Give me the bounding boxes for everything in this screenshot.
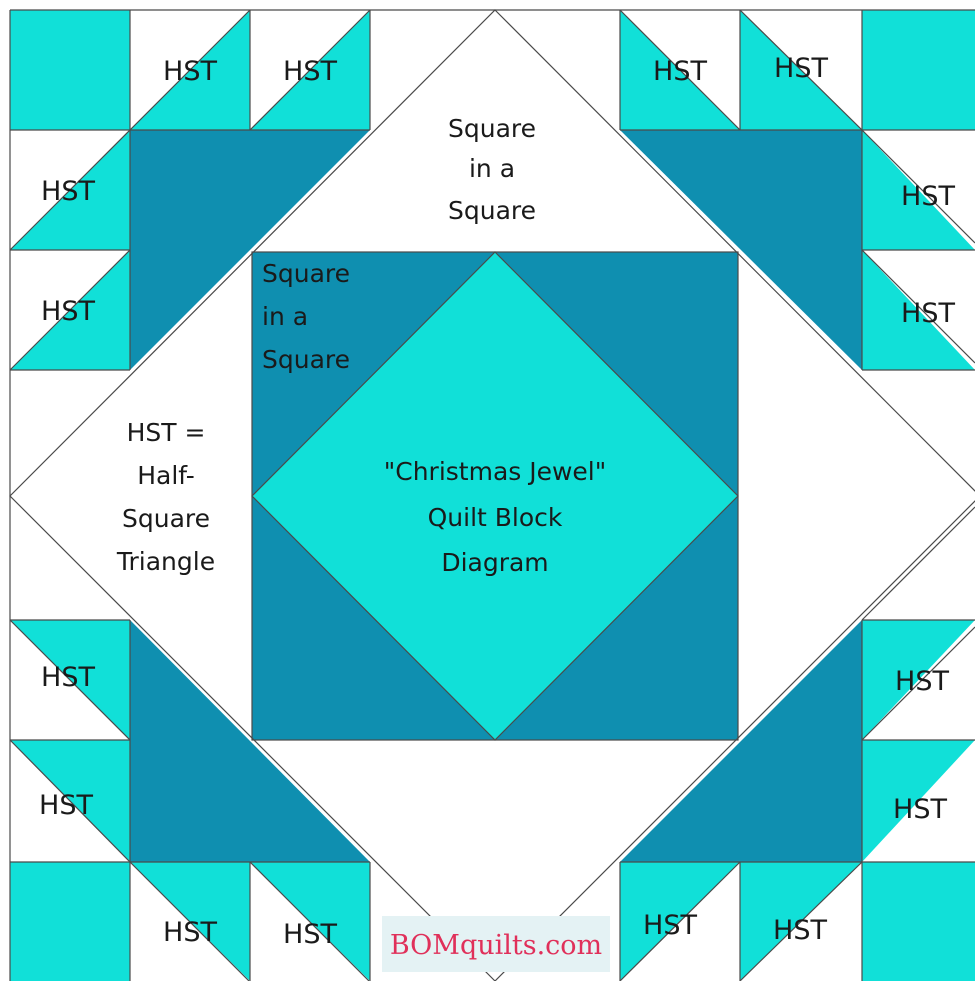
text-line: in a [469,154,515,183]
hst-label: HST [774,53,828,84]
hst-label: HST [41,176,95,207]
text-line: Square [262,259,350,288]
hst-label: HST [895,666,949,697]
watermark-text: BOMquilts.com [390,930,602,961]
text-line: Square [448,196,536,225]
hst-label: HST [163,56,217,87]
hst-label: HST [41,662,95,693]
hst-label: HST [901,298,955,329]
corner-square-bottom-left [10,862,130,981]
corner-square-bottom-right [862,862,975,981]
text-line: "Christmas Jewel" [384,457,607,486]
hst-label: HST [39,790,93,821]
text-line: Diagram [441,548,548,577]
hst-label: HST [643,910,697,941]
hst-label: HST [653,56,707,87]
hst-label: HST [41,296,95,327]
text-line: Triangle [116,547,215,576]
hst-label: HST [893,794,947,825]
text-line: Square [448,114,536,143]
hst-legend: HST = Half- Square Triangle [116,418,215,576]
hst-label: HST [283,919,337,950]
text-line: Square [122,504,210,533]
corner-square-top-right [862,10,975,130]
square-in-square-label-top: Square in a Square [448,114,536,225]
hst-label: HST [773,915,827,946]
text-line: HST = [127,418,206,447]
hst-label: HST [283,56,337,87]
corner-square-top-left [10,10,130,130]
text-line: Half- [137,461,195,490]
hst-label: HST [901,181,955,212]
text-line: in a [262,302,308,331]
text-line: Quilt Block [428,503,563,532]
hst-label: HST [163,917,217,948]
text-line: Square [262,345,350,374]
